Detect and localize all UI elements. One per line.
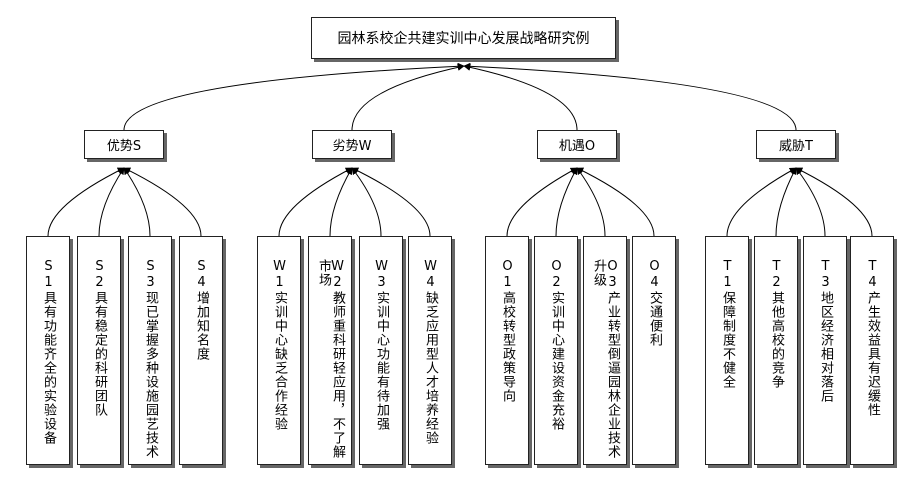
leaf-t1: T1保障制度不健全 <box>705 236 749 465</box>
leaf-o4: O4交通便利 <box>632 236 676 465</box>
leaf-t3: T3地区经济相对落后 <box>803 236 847 465</box>
category-weaknesses: 劣势W <box>312 130 392 159</box>
leaf-t4: T4产生效益具有迟缓性 <box>850 236 894 465</box>
leaf-o2: O2实训中心建设资金充裕 <box>534 236 578 465</box>
leaf-text: W4缺乏应用型人才培养经验 <box>423 259 438 445</box>
root-title-box: 园林系校企共建实训中心发展战略研究例 <box>311 17 616 59</box>
leaf-text: T4产生效益具有迟缓性 <box>865 259 880 417</box>
leaf-text: W2教师重科研轻应用，不了解市场 <box>316 259 345 459</box>
leaf-o3: O3产业转型倒逼园林企业技术升级 <box>583 236 627 465</box>
leaf-text: S4增加知名度 <box>194 259 209 361</box>
category-label: 劣势W <box>332 139 372 154</box>
leaf-t2: T2其他高校的竞争 <box>754 236 798 465</box>
leaf-s1: S1具有功能齐全的实验设备 <box>26 236 70 465</box>
leaf-text: T1保障制度不健全 <box>720 259 735 389</box>
category-opportunities: 机遇O <box>537 130 617 159</box>
leaf-text: O4交通便利 <box>647 259 662 347</box>
leaf-text: T2其他高校的竞争 <box>769 259 784 389</box>
leaf-text: W1实训中心缺乏合作经验 <box>272 259 287 431</box>
leaf-o1: O1高校转型政策导向 <box>485 236 529 465</box>
leaf-text: W3实训中心功能有待加强 <box>374 259 389 431</box>
leaf-s3: S3现已掌握多种设施园艺技术 <box>128 236 172 465</box>
leaf-w2: W2教师重科研轻应用，不了解市场 <box>308 236 352 465</box>
leaf-text: O1高校转型政策导向 <box>500 259 515 403</box>
category-label: 威胁T <box>779 139 813 154</box>
category-threats: 威胁T <box>756 130 836 159</box>
leaf-text: O3产业转型倒逼园林企业技术升级 <box>591 259 620 459</box>
leaf-text: S1具有功能齐全的实验设备 <box>41 259 56 445</box>
leaf-text: O2实训中心建设资金充裕 <box>549 259 564 431</box>
leaf-text: S2具有稳定的科研团队 <box>92 259 107 417</box>
category-label: 机遇O <box>558 139 596 154</box>
root-title: 园林系校企共建实训中心发展战略研究例 <box>337 31 590 47</box>
leaf-w1: W1实训中心缺乏合作经验 <box>257 236 301 465</box>
leaf-s4: S4增加知名度 <box>179 236 223 465</box>
leaf-text: T3地区经济相对落后 <box>818 259 833 403</box>
leaf-w3: W3实训中心功能有待加强 <box>359 236 403 465</box>
leaf-s2: S2具有稳定的科研团队 <box>77 236 121 465</box>
category-label: 优势S <box>106 139 142 154</box>
category-strengths: 优势S <box>84 130 164 159</box>
leaf-text: S3现已掌握多种设施园艺技术 <box>143 259 158 459</box>
leaf-w4: W4缺乏应用型人才培养经验 <box>408 236 452 465</box>
